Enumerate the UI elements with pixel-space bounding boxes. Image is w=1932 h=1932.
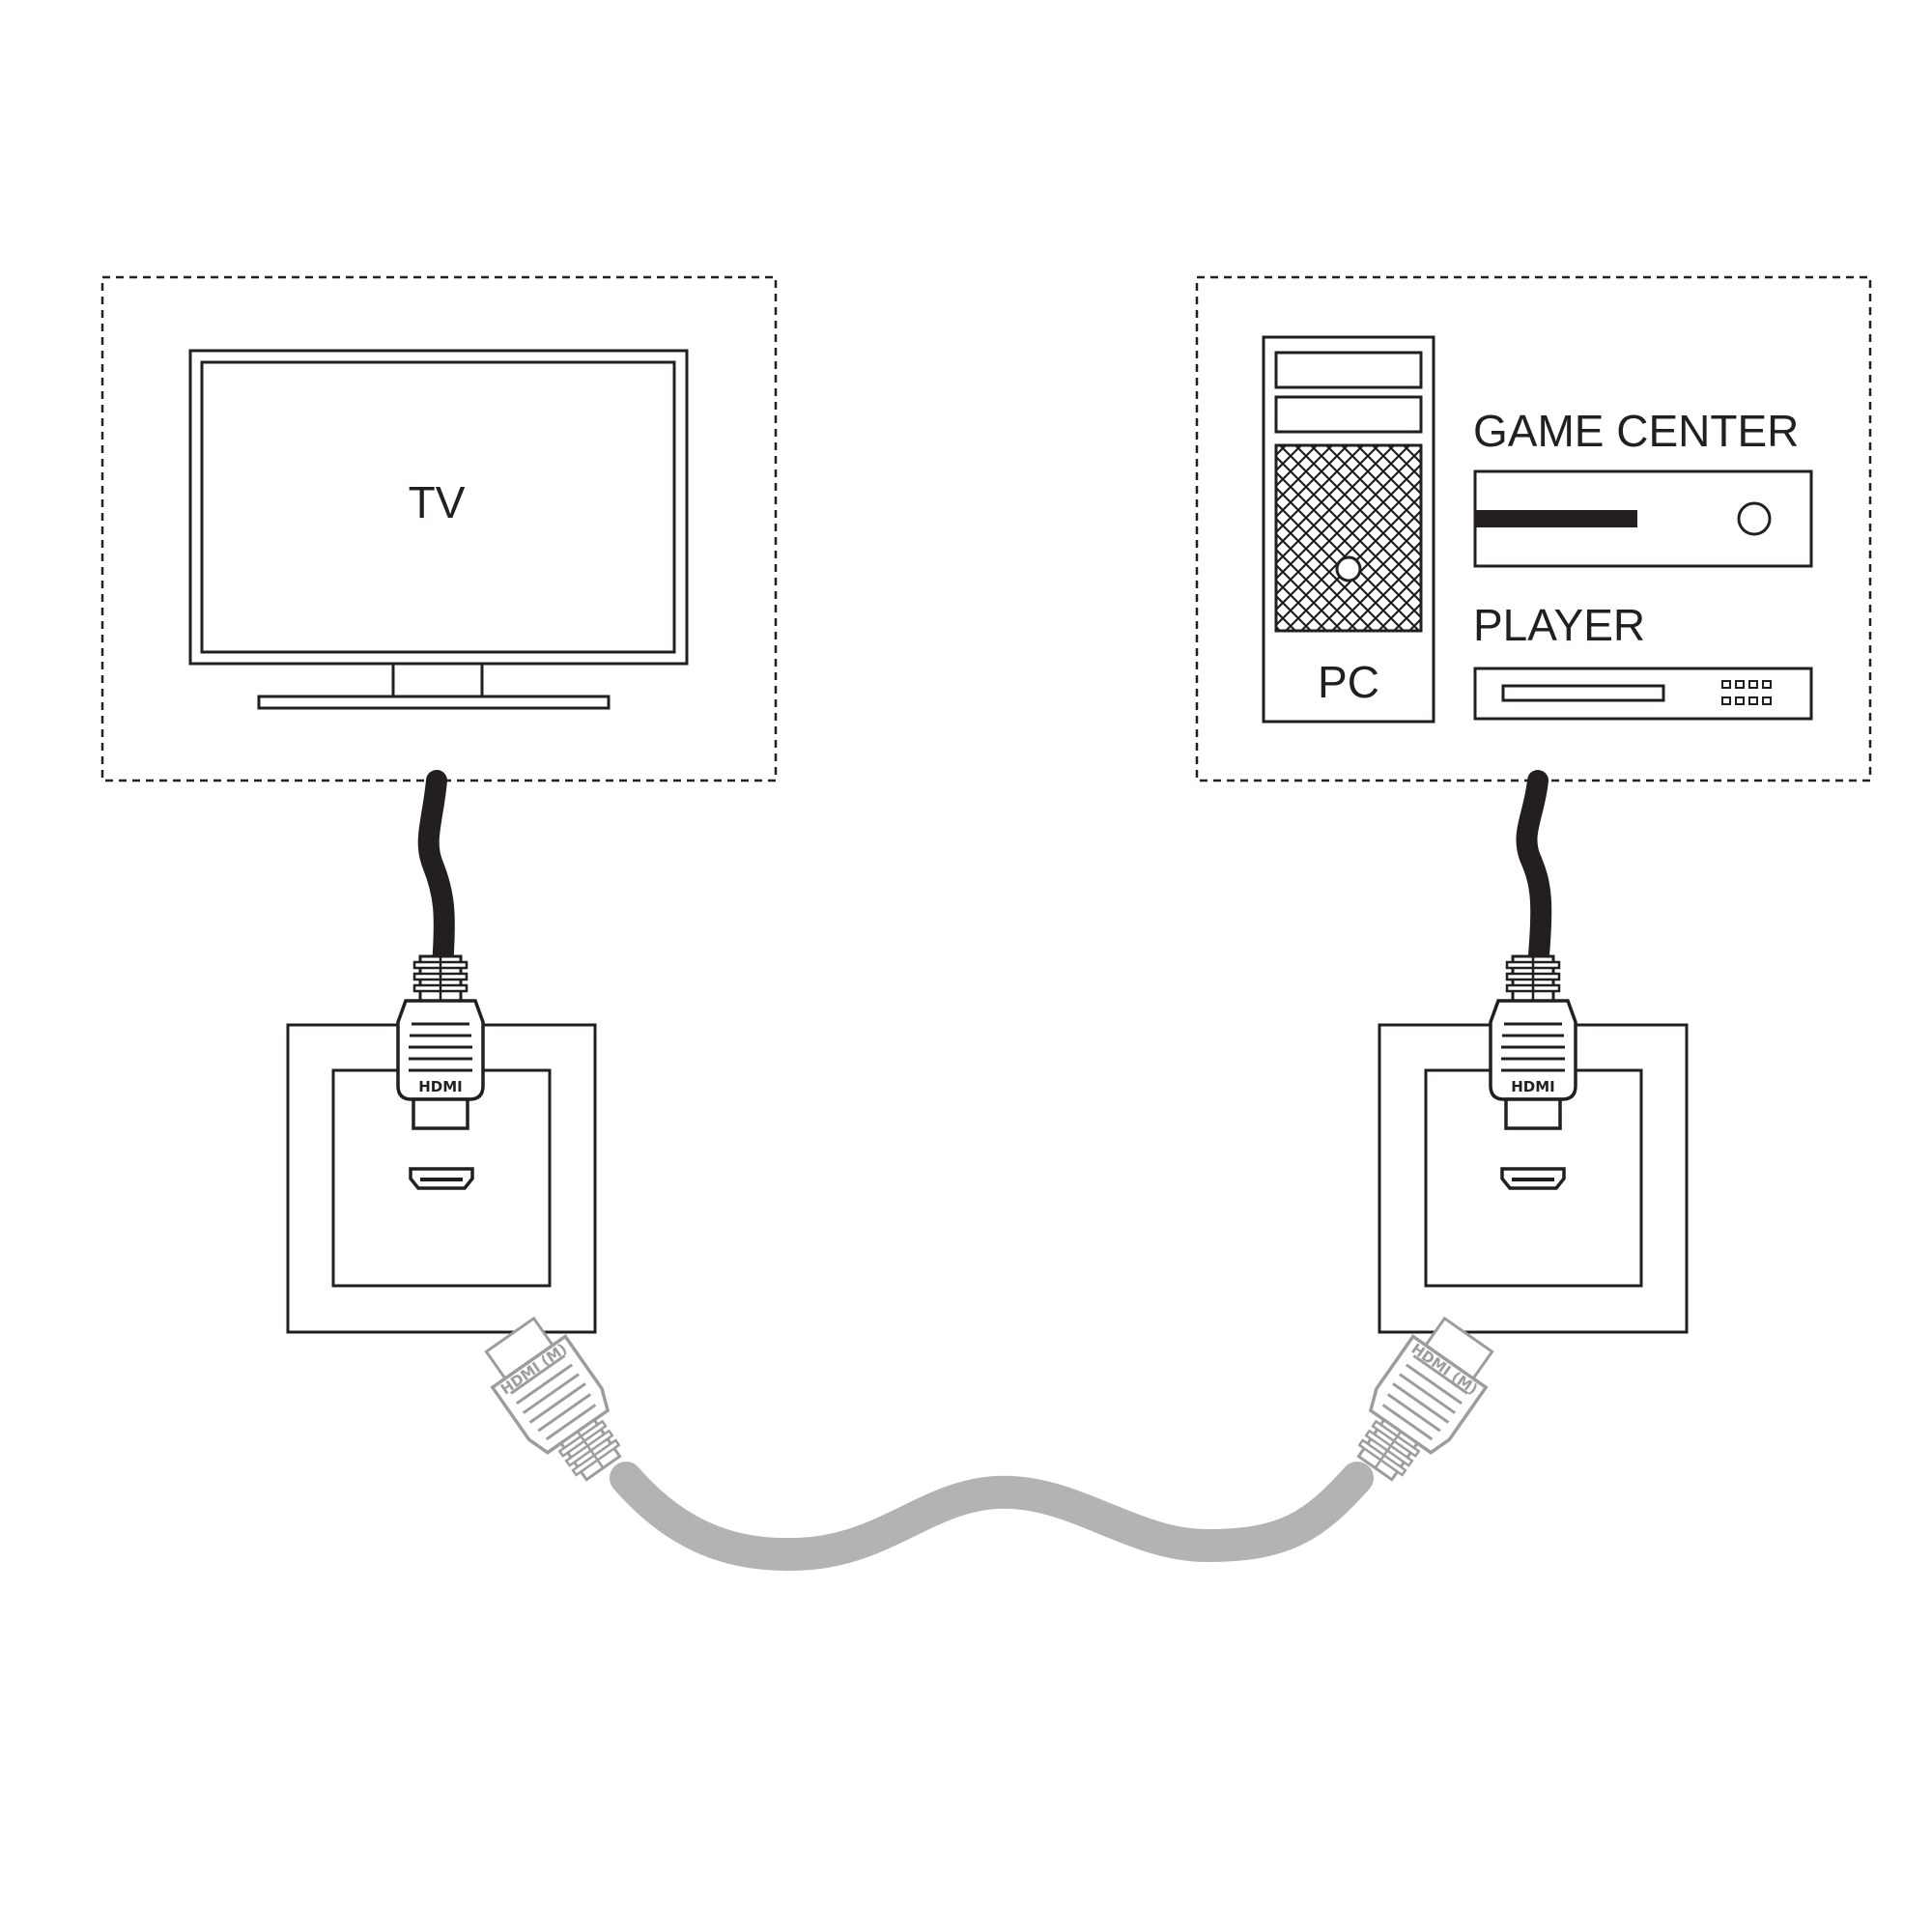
hdmi-plug-bottom-left: HDMI (M) xyxy=(471,1307,641,1495)
devices-zone-frame xyxy=(1195,275,1872,782)
tv-icon xyxy=(188,349,689,710)
hdmi-plug-right-label: HDMI xyxy=(1511,1078,1555,1095)
tv-label: TV xyxy=(409,477,466,527)
hdmi-cable-right xyxy=(1516,770,1552,977)
hdmi-cable-gray xyxy=(610,1462,1374,1572)
hdmi-cable-left xyxy=(417,770,455,977)
tv-zone-frame xyxy=(100,275,778,782)
media-player-icon xyxy=(1473,667,1813,721)
game-console-icon xyxy=(1473,469,1813,568)
game-center-label: GAME CENTER xyxy=(1473,406,1799,456)
hdmi-plug-right: HDMI xyxy=(1489,954,1577,1130)
pc-tower-icon xyxy=(1262,335,1435,724)
pc-label: PC xyxy=(1318,657,1379,707)
hdmi-plug-left: HDMI xyxy=(396,954,485,1130)
hdmi-plug-left-label: HDMI xyxy=(418,1078,463,1095)
hdmi-wall-socket-right xyxy=(1378,1023,1689,1334)
player-label: PLAYER xyxy=(1473,600,1645,650)
hdmi-plug-bottom-right: HDMI (M) xyxy=(1337,1307,1507,1495)
